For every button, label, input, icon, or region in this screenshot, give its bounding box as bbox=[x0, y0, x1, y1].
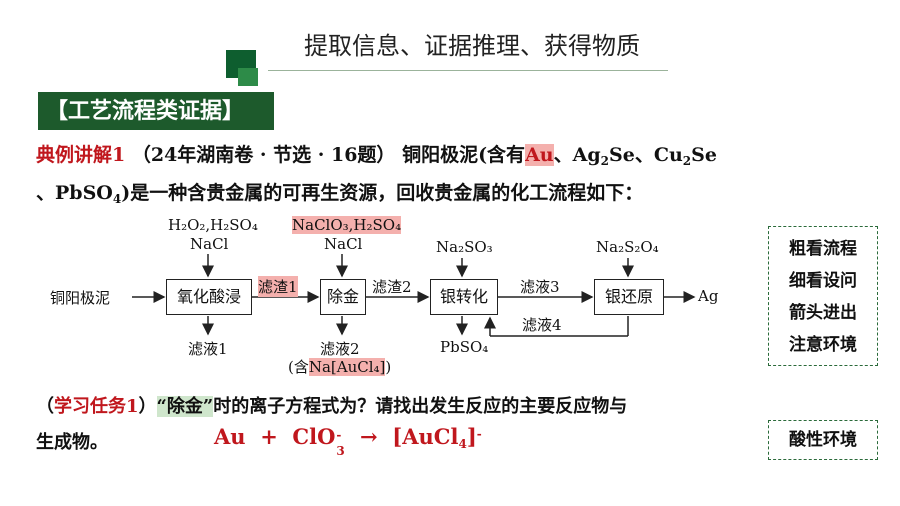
separator: 、 bbox=[634, 144, 654, 166]
reading-tips-box: 粗看流程 细看设问 箭头进出 注意环境 bbox=[768, 226, 878, 366]
example-intro: 铜阳极泥(含有 bbox=[402, 144, 526, 166]
reagent-3: Na₂SO₃ bbox=[436, 238, 493, 256]
example-source: （24年湖南卷 · 节选 · 16题） bbox=[131, 144, 396, 166]
au-highlight: Au bbox=[525, 144, 554, 166]
example-description: )是一种含贵金属的可再生资源，回收贵金属的化工流程如下： bbox=[121, 182, 644, 204]
residue-1: 滤渣1 bbox=[258, 276, 298, 297]
example-line-1: 典例讲解1 （24年湖南卷 · 节选 · 16题） 铜阳极泥(含有Au、Ag2S… bbox=[36, 140, 717, 168]
ag2se: Ag2Se bbox=[572, 144, 635, 168]
filtrate-2-note: (含Na[AuCl₄]) bbox=[288, 358, 392, 376]
reagent-2-line1: NaClO₃,H₂SO₄ bbox=[292, 216, 402, 234]
tip-line: 箭头进出 bbox=[789, 303, 857, 323]
pbso4-text: 、PbSO bbox=[36, 182, 113, 204]
step-gold-removal: 除金 bbox=[320, 279, 366, 315]
step-oxidative-leach: 氧化酸浸 bbox=[166, 279, 252, 315]
example-line-2: 、PbSO4)是一种含贵金属的可再生资源，回收贵金属的化工流程如下： bbox=[36, 178, 643, 206]
separator: 、 bbox=[553, 144, 573, 166]
task-label: 学习任务1 bbox=[54, 396, 139, 417]
example-label: 典例讲解1 bbox=[36, 144, 126, 166]
tip-line: 细看设问 bbox=[789, 271, 857, 291]
filtrate-3: 滤液3 bbox=[520, 278, 560, 296]
task-question: 时的离子方程式为？请找出发生反应的主要反应物与 bbox=[213, 396, 628, 417]
page-title: 提取信息、证据推理、获得物质 bbox=[304, 32, 640, 60]
pbso4-sub: 4 bbox=[112, 192, 122, 206]
filtrate-4: 滤液4 bbox=[522, 316, 562, 334]
na-aucl4-highlight: Na[AuCl₄] bbox=[308, 358, 386, 376]
pbso4-output: PbSO₄ bbox=[440, 338, 489, 356]
acid-environment-box: 酸性环境 bbox=[768, 420, 878, 460]
cu2se: Cu2Se bbox=[653, 144, 717, 168]
section-tag: 【工艺流程类证据】 bbox=[38, 92, 274, 130]
product-ag: Ag bbox=[698, 287, 719, 305]
title-underline bbox=[268, 70, 668, 71]
reagent-2-line2: NaCl bbox=[324, 235, 363, 253]
learning-task-line-2: 生成物。 bbox=[36, 432, 108, 453]
step-silver-conversion: 银转化 bbox=[430, 279, 498, 315]
reagent-1-line2: NaCl bbox=[190, 235, 229, 253]
reagent-1-line1: H₂O₂,H₂SO₄ bbox=[168, 216, 258, 234]
residue-2: 滤渣2 bbox=[372, 278, 412, 296]
task-keyword: “除金” bbox=[156, 396, 214, 417]
reagent-4: Na₂S₂O₄ bbox=[596, 238, 659, 256]
start-material: 铜阳极泥 bbox=[50, 289, 111, 307]
filtrate-2: 滤液2 bbox=[320, 340, 360, 358]
learning-task-line-1: （学习任务1）“除金”时的离子方程式为？请找出发生反应的主要反应物与 bbox=[36, 396, 628, 417]
tip-line: 注意环境 bbox=[789, 335, 857, 355]
decorative-square-light bbox=[238, 68, 258, 86]
ionic-equation: Au + ClO-3 → [AuCl4]- bbox=[214, 424, 482, 458]
tip-line: 粗看流程 bbox=[789, 239, 857, 259]
filtrate-1: 滤液1 bbox=[188, 340, 228, 358]
step-silver-reduction: 银还原 bbox=[594, 279, 664, 315]
